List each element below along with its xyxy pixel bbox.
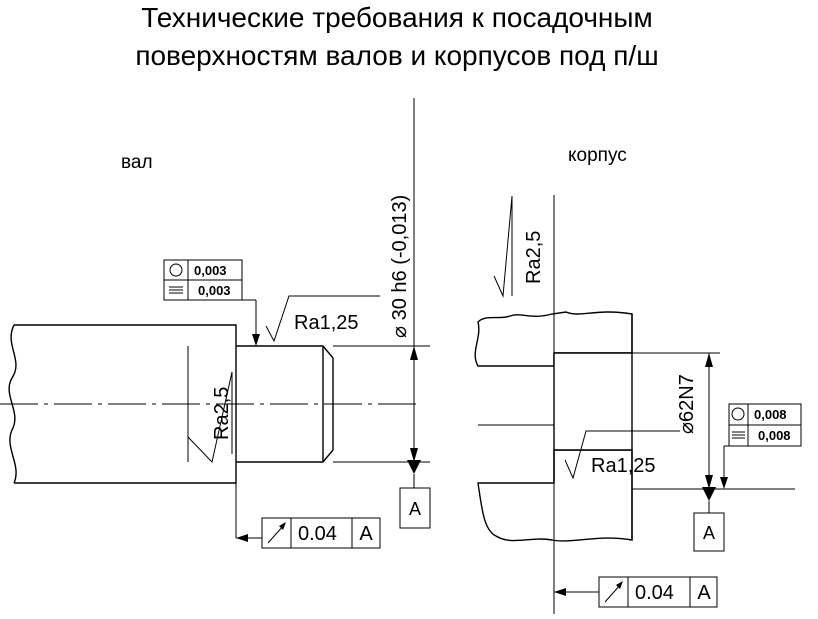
shaft-dim-arrow-top [410, 346, 418, 360]
housing-datum-label: A [703, 523, 715, 543]
page-title-line-2: поверхностям валов и корпусов под п/ш [135, 40, 658, 71]
housing-tolerance-value-2: 0,008 [758, 428, 791, 443]
shaft-roughness-shoulder-text: Ra2,5 [211, 387, 233, 440]
shaft-runout-frame: 0.04 A [261, 517, 381, 549]
housing-tolerance-value-1: 0,008 [754, 407, 787, 422]
circularity-icon [169, 263, 183, 277]
shaft-roughness-journal-text: Ra1,25 [294, 312, 359, 334]
housing-roughness-shoulder-icon [493, 195, 513, 298]
shaft-datum-box [399, 487, 431, 529]
shaft-diameter-text: ⌀ 30 h6 (-0,013) [389, 195, 411, 338]
shaft-runout-value: 0.04 [298, 523, 337, 545]
housing-label: корпус [568, 145, 627, 166]
circularity-icon [731, 407, 745, 421]
housing-datum-box [693, 512, 725, 552]
housing-drawing: корпус Ra2,5 Ra1,25 ⌀62N7 [474, 145, 802, 614]
shaft-tolerance-value-2: 0,003 [198, 283, 231, 298]
shaft-dim-arrow-bottom [410, 448, 418, 462]
runout-arrow-icon [604, 581, 623, 603]
shaft-runout-datum: A [359, 523, 373, 545]
parallelism-icon [169, 286, 183, 294]
shaft-roughness-shoulder-icon [187, 371, 233, 464]
shaft-drawing: вал ⌀ 30 h6 (-0,013) Ra1,25 [0, 98, 431, 549]
housing-tolerance-frame: 0,008 0,008 [728, 403, 802, 447]
housing-upper-wall [474, 311, 633, 367]
runout-arrow-icon [267, 522, 286, 544]
housing-runout-frame: 0.04 A [598, 576, 718, 608]
housing-lower-wall [477, 449, 633, 542]
shaft-tolerance-leader-arrow [252, 334, 260, 346]
housing-roughness-shoulder-text: Ra2,5 [523, 231, 545, 284]
shaft-tolerance-frame: 0,003 0,003 [163, 259, 243, 301]
shaft-label: вал [121, 152, 153, 173]
shaft-roughness-journal-icon [265, 295, 380, 343]
housing-runout-value: 0.04 [635, 582, 674, 604]
shaft-datum-label: A [409, 499, 421, 519]
housing-roughness-bore-icon [564, 430, 680, 480]
page-title-line-1: Технические требования к посадочным [141, 2, 653, 33]
housing-dim-arrow-top [705, 353, 713, 367]
housing-dim-arrow-bottom [705, 475, 713, 489]
parallelism-icon [732, 431, 745, 439]
housing-runout-datum: A [697, 582, 711, 604]
housing-datum-triangle-icon [702, 487, 716, 501]
shaft-datum-triangle-icon [407, 460, 421, 474]
housing-roughness-bore-text: Ra1,25 [591, 455, 656, 477]
shaft-tolerance-value-1: 0,003 [194, 263, 227, 278]
housing-diameter-text: ⌀62N7 [676, 374, 698, 434]
